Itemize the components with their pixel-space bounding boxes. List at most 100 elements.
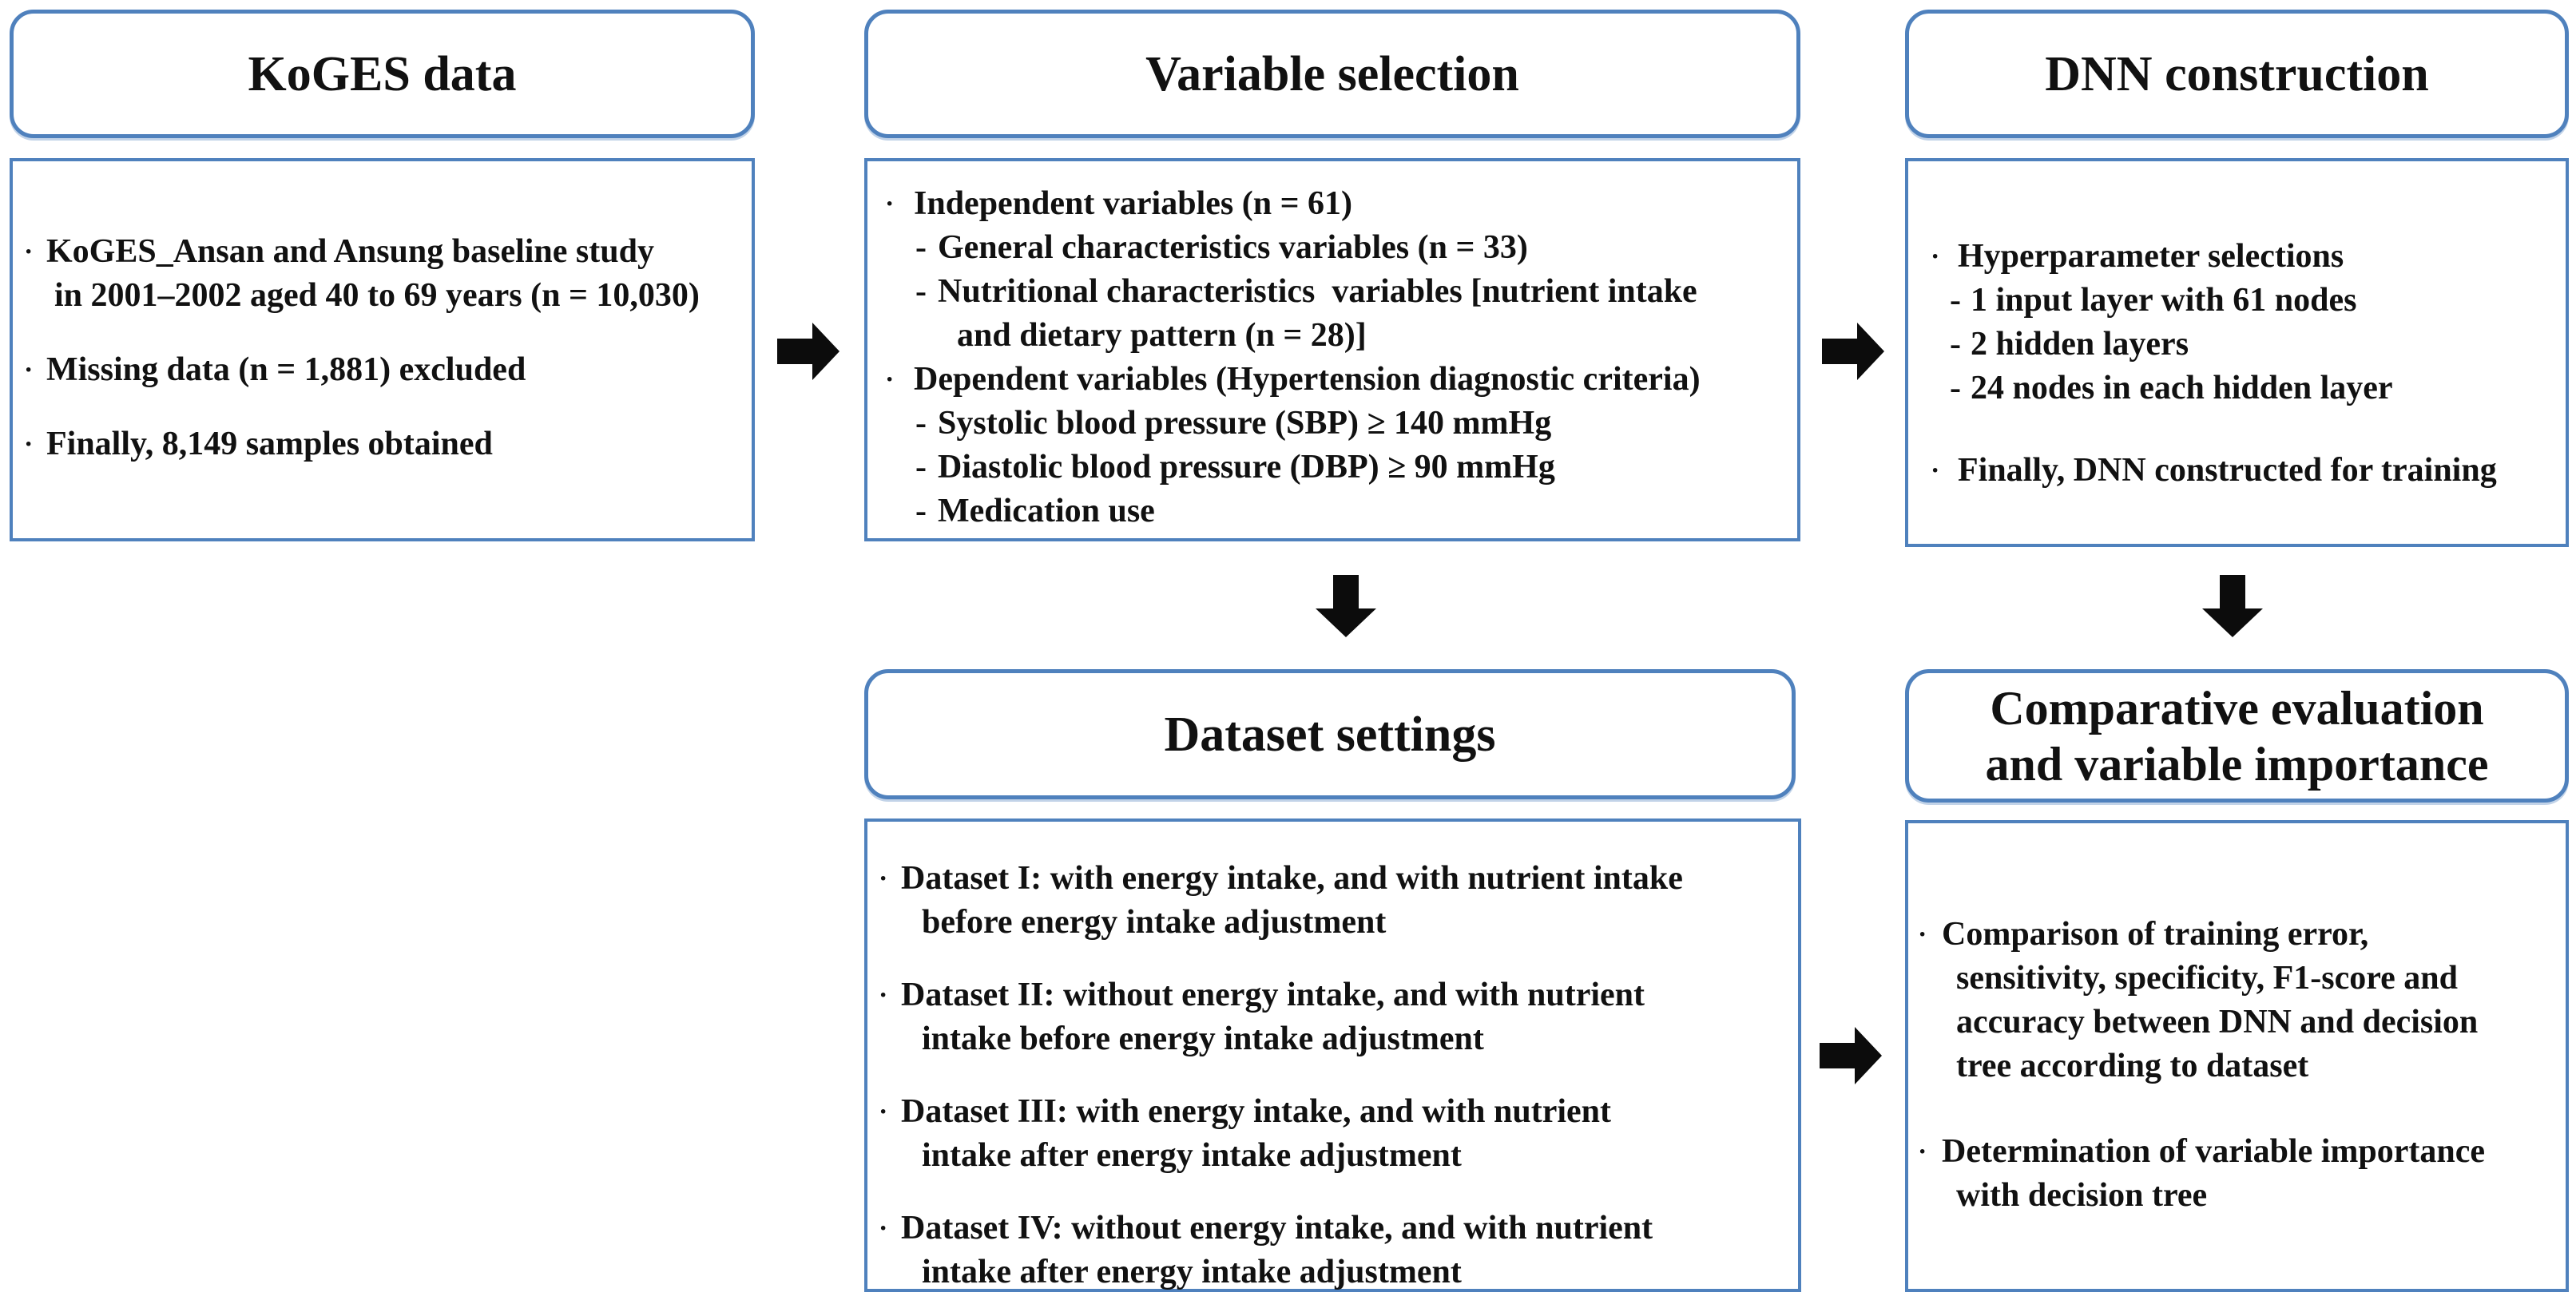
item-lines: 24 nodes in each hidden layer	[1971, 367, 2393, 410]
list-item: · Finally, 8,149 samples obtained	[24, 422, 737, 466]
text-line: intake after energy intake adjustment	[922, 1137, 1462, 1174]
text-line: 2 hidden layers	[1971, 326, 2189, 363]
koges-header-box: KoGES data	[10, 10, 755, 138]
koges-title: KoGES data	[248, 46, 517, 101]
text-line: accuracy between DNN and decision	[1956, 1004, 2479, 1040]
list-item: · Dataset I: with energy intake, and with…	[879, 857, 1787, 945]
text-line: Finally, DNN constructed for training	[1958, 452, 2497, 489]
bullet-marker: -	[915, 449, 927, 486]
variable-selection-header-box: Variable selection	[864, 10, 1800, 138]
text-line: intake before energy intake adjustment	[922, 1021, 1484, 1057]
text-line: Missing data (n = 1,881) excluded	[46, 351, 526, 388]
list-item: ·Dataset II: without energy intake, and …	[879, 973, 1787, 1061]
item-lines: Diastolic blood pressure (DBP) ≥ 90 mmHg	[938, 446, 1555, 490]
bullet-marker: -	[1950, 282, 1961, 319]
item-lines: Independent variables (n = 61)	[914, 182, 1352, 226]
item-lines: Comparison of training error, sensitivity…	[1942, 913, 2478, 1088]
comparative-content-box: · Comparison of training error, sensitivit…	[1905, 820, 2569, 1292]
list-item: -1 input layer with 61 nodes	[1950, 279, 2556, 323]
arrow-right-dataset-to-comparative-icon	[1820, 1024, 1883, 1088]
item-lines: Systolic blood pressure (SBP) ≥ 140 mmHg	[938, 402, 1551, 446]
list-item: ·Dependent variables (Hypertension diagn…	[885, 358, 1786, 402]
text-line: Systolic blood pressure (SBP) ≥ 140 mmHg	[938, 405, 1552, 442]
item-lines: Medication use	[938, 490, 1155, 533]
list-item: -2 hidden layers	[1950, 323, 2556, 367]
text-line: Medication use	[938, 493, 1155, 529]
variable-selection-title: Variable selection	[1145, 46, 1519, 101]
item-lines: General characteristics variables (n = 3…	[938, 226, 1528, 270]
text-line: Dataset IV: without energy intake, and w…	[901, 1210, 1653, 1247]
text-line: Dataset III: with energy intake, and wit…	[901, 1093, 1612, 1130]
comparative-title-line1: Comparative evaluation	[1990, 681, 2484, 735]
bullet-marker: -	[1950, 370, 1961, 406]
arrow-down-variable-selection-to-dataset-icon	[1314, 575, 1378, 639]
text-line: intake after energy intake adjustment	[922, 1254, 1462, 1290]
text-line: Dataset II: without energy intake, and w…	[901, 977, 1645, 1013]
variable-selection-content-box: ·Independent variables (n = 61)-General …	[864, 158, 1800, 541]
item-lines: Dataset III: with energy intake, and wit…	[901, 1090, 1611, 1178]
list-item: ·Finally, DNN constructed for training	[1931, 449, 2556, 493]
item-lines: Dataset I: with energy intake, and with …	[901, 857, 1683, 945]
item-lines: Finally, DNN constructed for training	[1958, 449, 2497, 493]
text-line: General characteristics variables (n = 3…	[938, 229, 1528, 266]
comparative-title-line2: and variable importance	[1985, 737, 2489, 791]
dataset-settings-title: Dataset settings	[1164, 707, 1496, 762]
text-line: Diastolic blood pressure (DBP) ≥ 90 mmHg	[938, 449, 1555, 486]
list-item: -General characteristics variables (n = …	[915, 226, 1786, 270]
list-item: · Independent variables (n = 61)	[885, 182, 1786, 226]
list-item: -Systolic blood pressure (SBP) ≥ 140 mmH…	[915, 402, 1786, 446]
text-line: Hyperparameter selections	[1958, 238, 2344, 275]
bullet-marker: -	[915, 229, 927, 266]
item-lines: Dataset IV: without energy intake, and w…	[901, 1207, 1653, 1294]
list-item: ·Dataset IV: without energy intake, and …	[879, 1207, 1787, 1294]
dnn-construction-title: DNN construction	[2045, 46, 2429, 101]
item-lines: KoGES_Ansan and Ansung baseline study in …	[46, 230, 700, 318]
arrow-right-koges-to-variable-selection-icon	[776, 319, 842, 383]
list-item: ·Missing data (n = 1,881) excluded	[24, 348, 737, 392]
dnn-construction-header-box: DNN construction	[1905, 10, 2569, 138]
bullet-marker: ·	[879, 864, 888, 894]
text-line: Dataset I: with energy intake, and with …	[901, 860, 1683, 897]
bullet-marker: -	[915, 273, 927, 310]
bullet-marker: ·	[885, 189, 895, 219]
text-line: in 2001–2002 aged 40 to 69 years (n = 10…	[54, 277, 700, 314]
dataset-settings-header-box: Dataset settings	[864, 669, 1796, 799]
text-line: KoGES_Ansan and Ansung baseline study	[46, 233, 654, 270]
bullet-marker: -	[915, 405, 927, 442]
text-line: and dietary pattern (n = 28)]	[957, 317, 1367, 354]
text-line: with decision tree	[1956, 1177, 2208, 1214]
item-lines: 2 hidden layers	[1971, 323, 2189, 367]
text-line: sensitivity, specificity, F1-score and	[1956, 960, 2459, 997]
text-line: Finally, 8,149 samples obtained	[46, 426, 493, 462]
bullet-marker: ·	[1918, 1137, 1927, 1167]
bullet-marker: ·	[885, 365, 895, 394]
text-line: Independent variables (n = 61)	[914, 185, 1352, 222]
item-lines: Hyperparameter selections	[1958, 235, 2344, 279]
item-lines: Dataset II: without energy intake, and w…	[901, 973, 1645, 1061]
dnn-construction-content-box: ·Hyperparameter selections-1 input layer…	[1905, 158, 2569, 547]
text-line: Comparison of training error,	[1942, 916, 2369, 953]
bullet-marker: -	[1950, 326, 1961, 363]
list-item: · Comparison of training error, sensitivit…	[1918, 913, 2558, 1088]
text-line: before energy intake adjustment	[922, 904, 1387, 941]
list-item: -Nutritional characteristics variables […	[915, 270, 1786, 358]
dataset-settings-content-box: · Dataset I: with energy intake, and with…	[864, 818, 1801, 1292]
list-item: -24 nodes in each hidden layer	[1950, 367, 2556, 410]
item-lines: 1 input layer with 61 nodes	[1971, 279, 2356, 323]
koges-content-box: · KoGES_Ansan and Ansung baseline study in…	[10, 158, 755, 541]
text-line: 24 nodes in each hidden layer	[1971, 370, 2393, 406]
text-line: tree according to dataset	[1956, 1048, 2309, 1084]
list-item: -Medication use	[915, 490, 1786, 533]
list-item: ·Hyperparameter selections	[1931, 235, 2556, 279]
item-lines: Missing data (n = 1,881) excluded	[46, 348, 526, 392]
bullet-marker: ·	[24, 430, 34, 459]
text-line: 1 input layer with 61 nodes	[1971, 282, 2357, 319]
list-item: -Diastolic blood pressure (DBP) ≥ 90 mmH…	[915, 446, 1786, 490]
bullet-marker: ·	[1918, 920, 1927, 949]
comparative-title: Comparative evaluation and variable impo…	[1986, 680, 2489, 792]
item-lines: Finally, 8,149 samples obtained	[46, 422, 493, 466]
arrow-down-dnn-to-comparative-icon	[2201, 575, 2264, 639]
item-lines: Nutritional characteristics variables [n…	[938, 270, 1697, 358]
arrow-right-variable-selection-to-dnn-icon	[1821, 319, 1887, 383]
